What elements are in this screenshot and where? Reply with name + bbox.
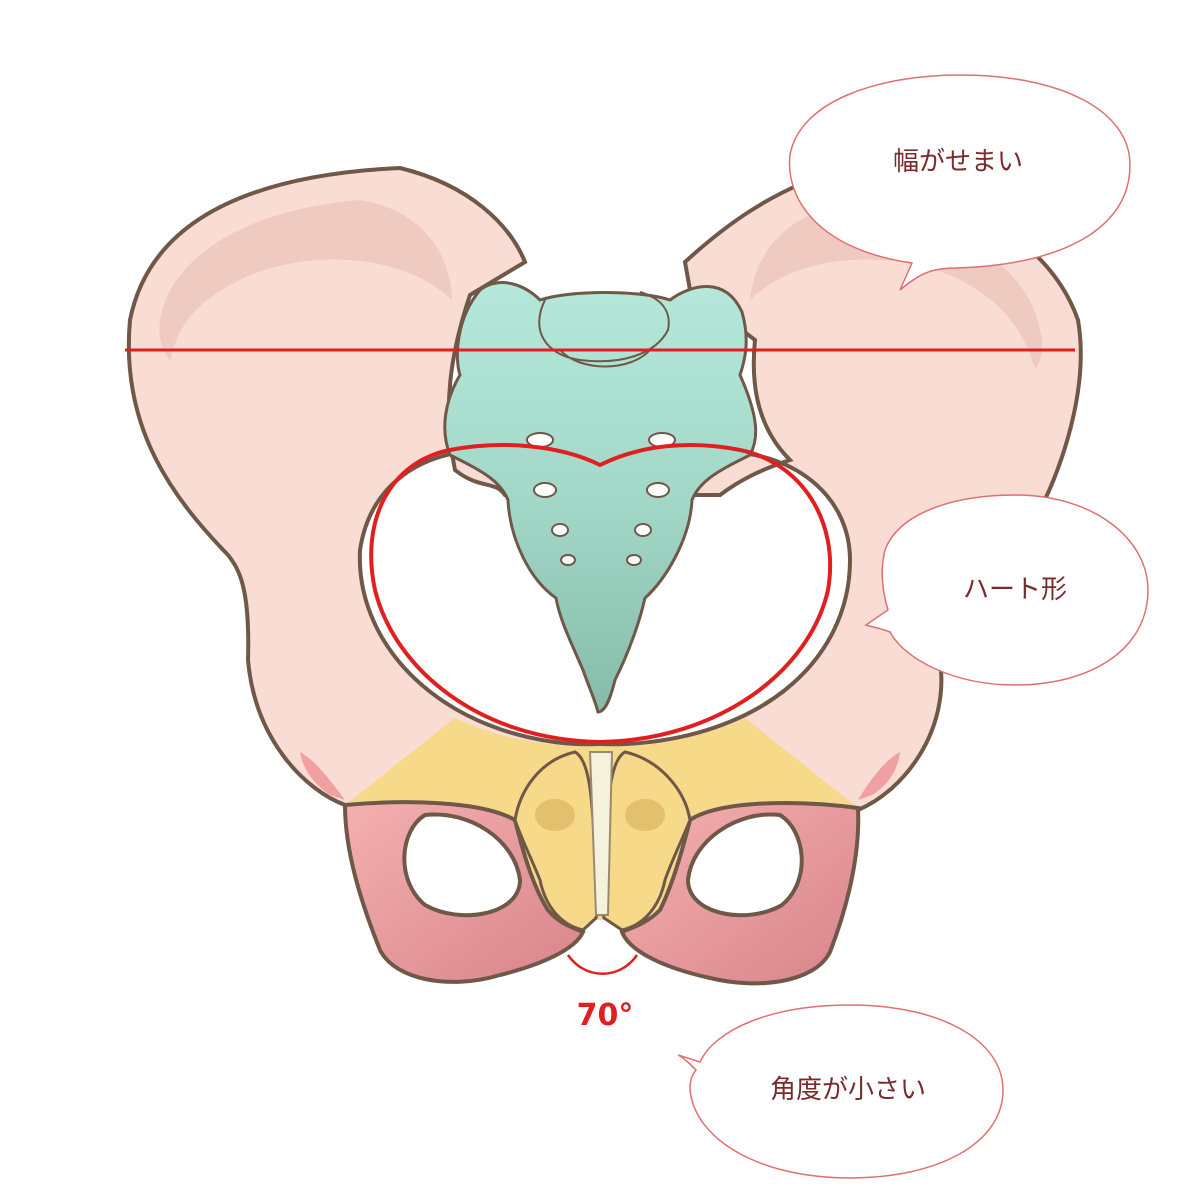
pubis-shade-left — [535, 799, 575, 831]
sacral-foramen — [646, 482, 670, 498]
sacral-foramen — [634, 523, 652, 537]
sacral-foramen — [626, 554, 642, 566]
sacral-foramen — [533, 482, 557, 498]
bubble-shape — [788, 74, 1131, 291]
angle-arc — [566, 954, 639, 975]
pubis-shade-right — [625, 799, 665, 831]
callout-text-small-angle: 角度が小さい — [770, 1075, 926, 1105]
left-ischial-patch — [300, 752, 345, 800]
angle-label: 70° — [577, 998, 634, 1033]
callout-text-heart-shape: ハート形 — [963, 575, 1067, 605]
bubble-shape — [677, 1004, 1004, 1179]
sacrum-bone — [443, 281, 758, 714]
ilium-left-shading — [159, 200, 452, 360]
callout-narrow-width: 幅がせまい — [788, 74, 1131, 291]
ischium-bone-right — [619, 801, 861, 986]
ischium-bone — [342, 800, 586, 984]
bubble-shape — [864, 494, 1149, 686]
callout-text-narrow-width: 幅がせまい — [893, 147, 1023, 177]
sacral-foramen — [551, 523, 569, 537]
callout-heart-shape: ハート形 — [864, 494, 1149, 686]
sacral-foramen — [560, 554, 576, 566]
callout-small-angle: 角度が小さい — [677, 1004, 1004, 1179]
sacral-line — [559, 349, 651, 368]
sacral-promontory — [538, 291, 670, 363]
pubic-symphysis — [588, 751, 614, 916]
heart-outline — [369, 443, 833, 745]
right-ischial-patch — [858, 752, 900, 800]
